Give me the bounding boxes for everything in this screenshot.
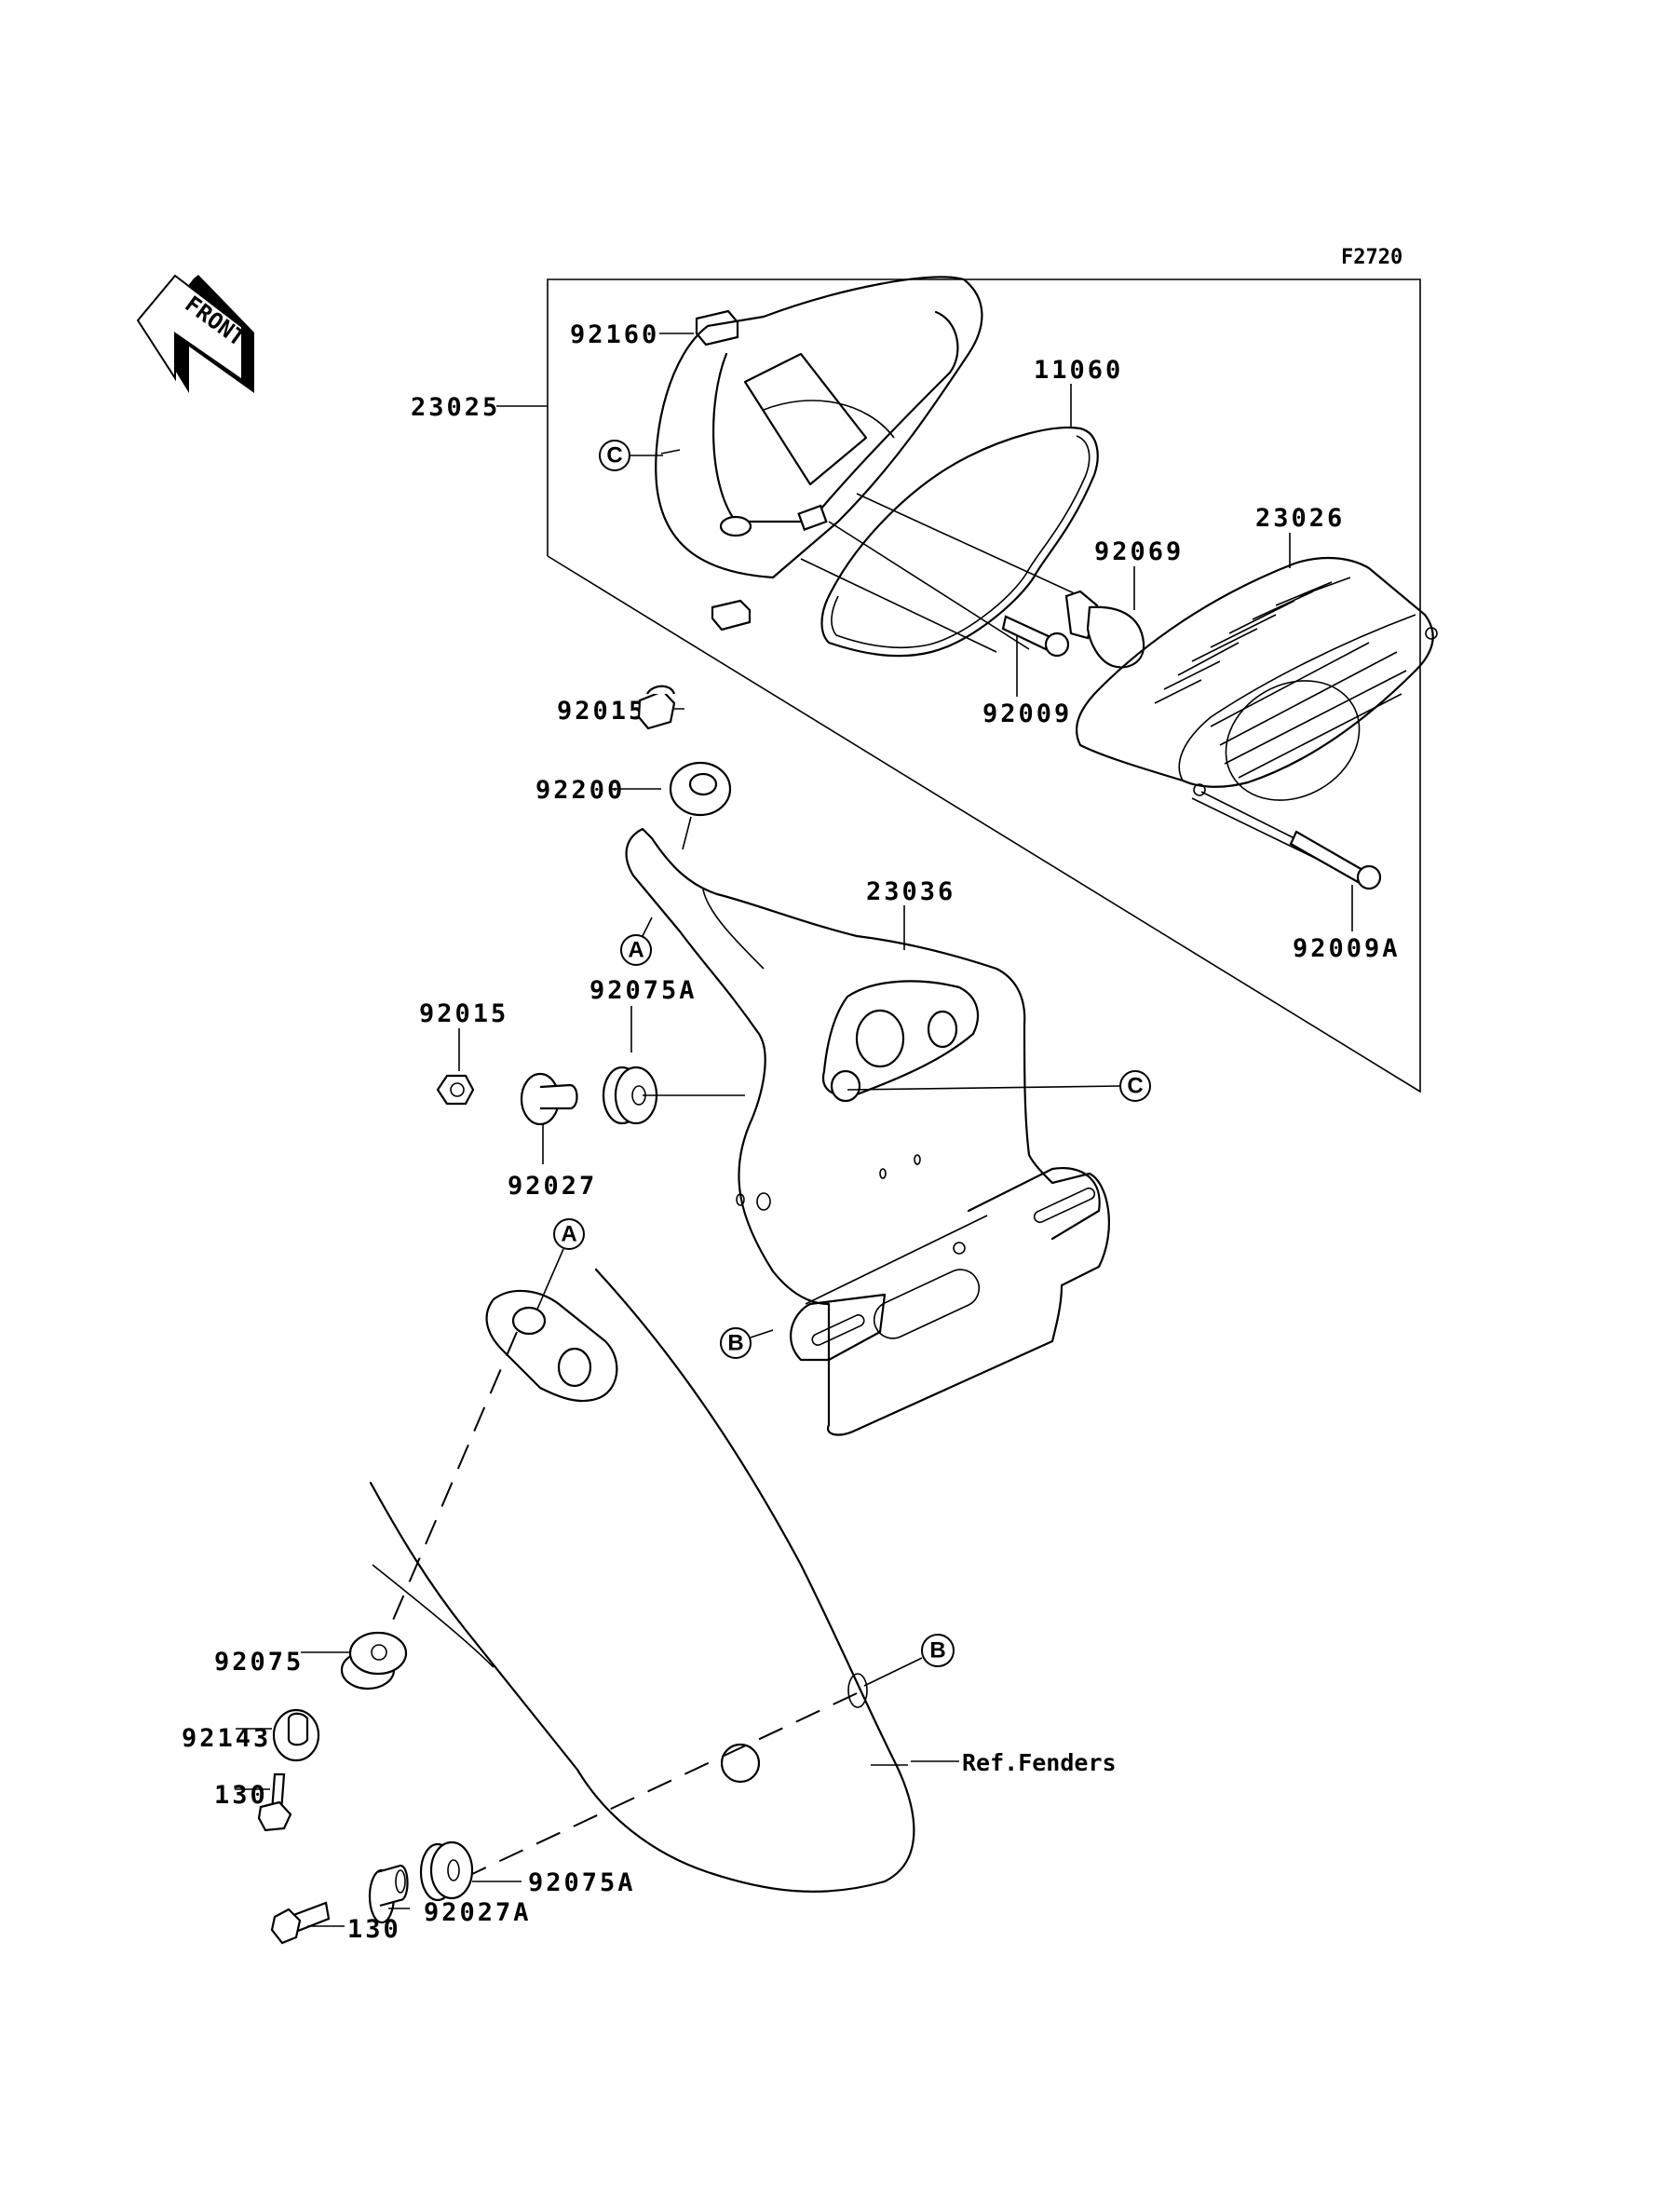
- part-130-bolt-bottom: [270, 1901, 331, 1945]
- part-label-130-top: 130: [214, 1781, 268, 1810]
- part-label-92015: 92015: [419, 999, 508, 1028]
- part-label-23025: 23025: [411, 393, 500, 422]
- callout-a-label-lower: A: [561, 1222, 576, 1247]
- callout-c-label-right: C: [1127, 1074, 1143, 1099]
- part-92160-block: [695, 309, 752, 631]
- callout-b-label-lower: B: [929, 1638, 945, 1664]
- callout-a-circle-upper: [620, 934, 652, 966]
- part-mounting-plate: [485, 1289, 618, 1403]
- leader-callout-b-upper: [750, 1329, 774, 1338]
- part-label-92027: 92027: [508, 1172, 597, 1201]
- part-label-23026: 23026: [1255, 504, 1345, 533]
- leader-washer-to-bracket: [682, 816, 692, 850]
- part-label-92075: 92075: [214, 1648, 304, 1677]
- fender-reference: [369, 1268, 915, 1893]
- leader-callout-c-right: [847, 1085, 1121, 1091]
- dashed-assembly-line-a: [379, 1331, 518, 1651]
- figure-code: F2720: [1341, 246, 1402, 269]
- callout-c-label: C: [606, 443, 622, 469]
- callout-a-label-upper: A: [628, 938, 644, 963]
- part-92015-nut: [436, 1074, 475, 1106]
- part-label-92200: 92200: [535, 776, 625, 805]
- part-92075a-grommet-bottom: [419, 1840, 474, 1902]
- part-11060-gasket: [820, 426, 1099, 658]
- callout-b-label-upper: B: [727, 1331, 743, 1356]
- part-92027-collar: [520, 1072, 578, 1126]
- callout-b-circle-lower: [921, 1634, 955, 1667]
- part-label-92009A: 92009A: [1293, 934, 1401, 963]
- front-direction-arrow-icon: FRONT: [136, 274, 254, 393]
- part-92009a-screw: [1289, 830, 1382, 890]
- part-label-92069: 92069: [1094, 537, 1184, 566]
- part-92200-washer: [669, 761, 732, 817]
- callout-c-circle-right: [1119, 1070, 1151, 1102]
- assembly-line-92009a: [1200, 791, 1295, 839]
- part-23025-housing: [655, 276, 983, 579]
- leader-callout-b-lower: [863, 1657, 923, 1687]
- part-label-92075A-bottom: 92075A: [528, 1868, 636, 1897]
- assembly-lines: [800, 493, 1323, 862]
- part-92009-screw: [1001, 615, 1070, 658]
- leader-callout-a-upper: [642, 917, 653, 937]
- part-92075-grommet: [340, 1631, 408, 1691]
- part-23026-lens: [1076, 556, 1438, 801]
- part-label-92075A-top: 92075A: [589, 976, 698, 1005]
- part-130-bolt-top: [257, 1772, 292, 1832]
- part-label-92160: 92160: [570, 320, 659, 349]
- part-23036-bracket: [625, 827, 1110, 1436]
- dashed-assembly-line-b: [455, 1692, 858, 1882]
- part-92143-collar: [272, 1708, 320, 1762]
- part-label-92009: 92009: [982, 699, 1072, 728]
- part-label-23036: 23036: [866, 877, 955, 906]
- part-label-11060: 11060: [1034, 356, 1123, 385]
- part-92027a-collar: [368, 1864, 409, 1924]
- part-92015a-cap-nut: [637, 685, 676, 730]
- callout-b-circle-upper: [720, 1327, 752, 1359]
- callout-a-circle-lower: [553, 1218, 585, 1250]
- leader-callout-a-lower: [535, 1248, 564, 1314]
- part-label-130-bottom: 130: [347, 1915, 401, 1944]
- part-92069-bulb: [1064, 590, 1145, 669]
- part-label-92027A: 92027A: [424, 1898, 532, 1927]
- assembly-group-outline: [547, 278, 1421, 1093]
- ref-fenders-label: Ref.Fenders: [962, 1749, 1117, 1776]
